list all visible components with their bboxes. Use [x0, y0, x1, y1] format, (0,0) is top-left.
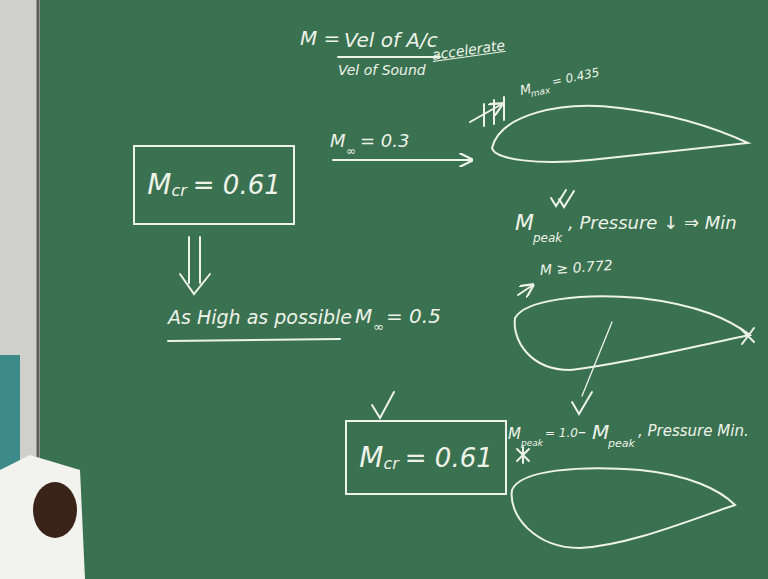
subscript: ∞: [346, 145, 356, 157]
mach-value: = 0.3: [360, 132, 409, 150]
check-mark: [551, 190, 566, 206]
box-text: = 0.61: [193, 172, 281, 198]
implies-arrow: [188, 237, 190, 283]
lecturer-sleeve: [0, 455, 85, 579]
subscript: ∞: [373, 320, 384, 333]
mach-definition: M =: [300, 28, 340, 48]
velocity-tick: [483, 104, 485, 126]
mach-symbol: M: [592, 422, 609, 442]
peak-mark: [517, 447, 529, 463]
freestream-arrow: [333, 159, 472, 161]
mach-symbol: M: [330, 132, 346, 150]
box-text: = 0.61: [405, 445, 493, 471]
subscript: max: [530, 86, 551, 99]
mach-symbol: M: [508, 427, 521, 442]
subscript: peak: [533, 232, 562, 244]
airfoil: [515, 296, 750, 370]
subscript: peak: [521, 439, 543, 448]
flow-arrow: [470, 104, 502, 122]
airfoil: [512, 468, 735, 548]
fraction-numerator: Vel of A/c: [344, 30, 438, 50]
trailing-cross: [740, 328, 754, 344]
subscript: peak: [608, 438, 635, 449]
check-mark: [372, 392, 394, 418]
underline: [168, 339, 340, 341]
mach-value: = 0.5: [386, 306, 441, 326]
boxed-result: Mcr = 0.61: [133, 145, 295, 225]
box-text: M: [359, 444, 383, 472]
fraction-denominator: Vel of Sound: [338, 63, 426, 77]
velocity-tick: [503, 97, 505, 120]
check-mark: [559, 191, 574, 207]
note: , Pressure ↓ ⇒ Min: [568, 214, 737, 232]
note: accelerate: [431, 38, 506, 62]
subscript: cr: [383, 456, 398, 472]
lecturer-hand: [33, 482, 77, 538]
mach-symbol: M: [515, 212, 534, 234]
chalk-strokes: [168, 57, 754, 548]
mach-value: = 1.0: [545, 427, 578, 439]
fraction-bar: [338, 56, 440, 58]
dash: –: [578, 424, 586, 440]
velocity-tick: [493, 100, 495, 124]
airfoil: [492, 106, 748, 162]
note: As High as possible: [168, 308, 352, 327]
leader-line: [582, 322, 612, 396]
implies-arrow-head: [180, 274, 210, 294]
lecturer-shirt: [0, 355, 20, 470]
note: , Pressure Min.: [638, 424, 749, 439]
subscript: cr: [171, 183, 186, 199]
mach-value: M ≥ 0.772: [540, 258, 614, 277]
implies-arrow: [199, 237, 201, 283]
box-text: M: [147, 171, 171, 199]
mach-value: = 0.435: [551, 66, 601, 88]
mach-symbol: M: [355, 306, 372, 326]
flow-arrow: [518, 285, 533, 295]
boxed-result: Mcr = 0.61: [345, 420, 507, 495]
